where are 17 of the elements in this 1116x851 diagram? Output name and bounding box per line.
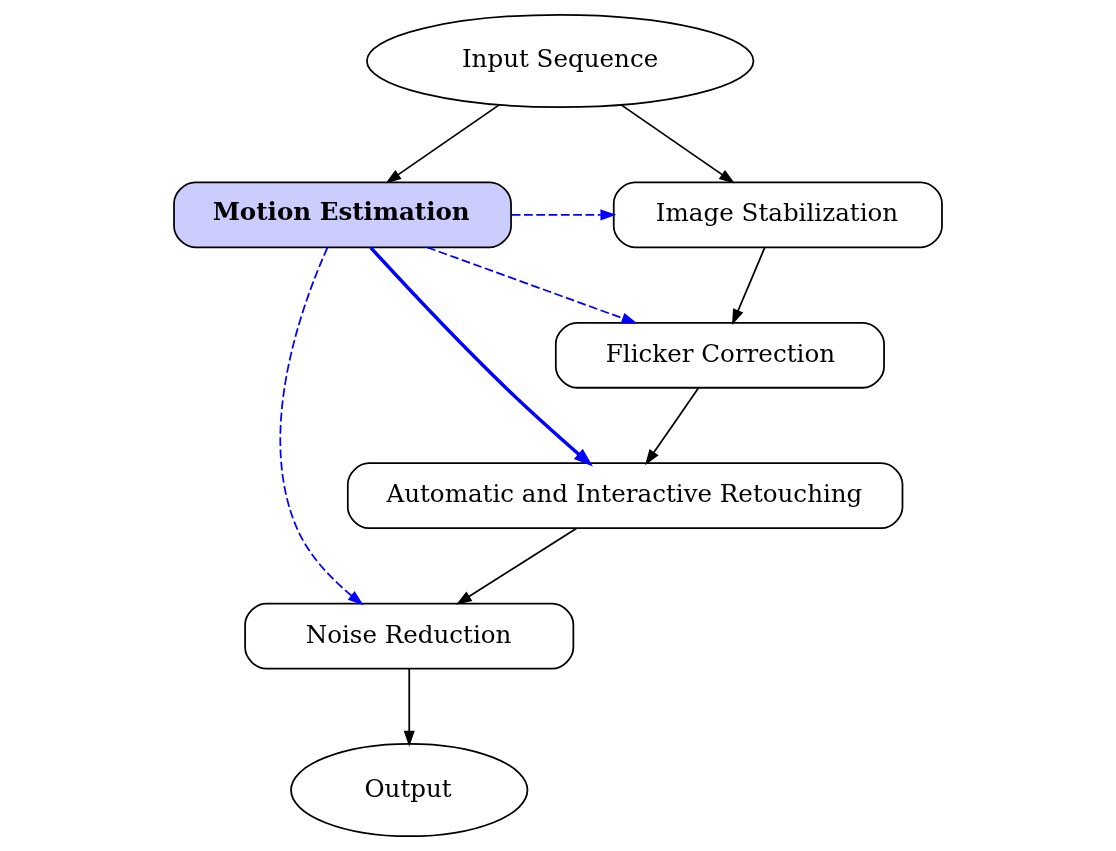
node-box: Automatic and Interactive Retouching — [346, 462, 904, 530]
arrow — [369, 246, 593, 467]
arrow — [510, 209, 617, 221]
arrow — [279, 246, 364, 606]
arrow — [403, 668, 415, 747]
arrow — [426, 246, 638, 324]
arrow — [645, 387, 700, 466]
node-box: Noise Reduction — [244, 602, 575, 670]
node-box: Motion Estimation — [173, 181, 512, 249]
arrow — [619, 103, 735, 184]
arrow — [732, 246, 766, 326]
arrow — [456, 527, 578, 605]
node-box: Image Stabilization — [612, 181, 943, 249]
node-ellipse: Input Sequence — [366, 13, 755, 109]
arrow — [385, 103, 501, 184]
node-box: Flicker Correction — [554, 321, 885, 389]
node-ellipse: Output — [290, 742, 529, 838]
